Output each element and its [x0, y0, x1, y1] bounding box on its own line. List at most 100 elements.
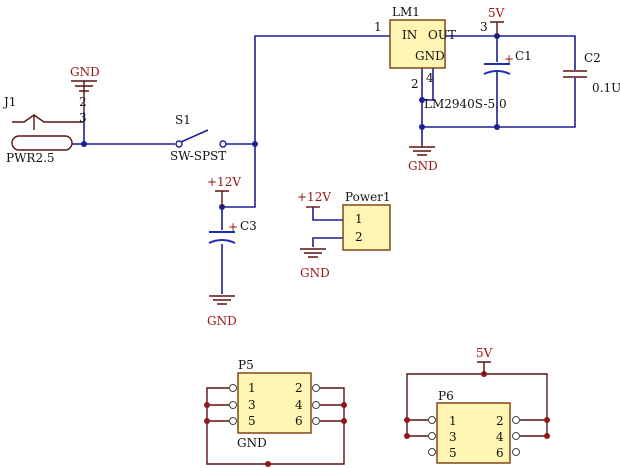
c1-capacitor[interactable]: + C1	[483, 49, 532, 75]
p5-pin3-pad	[229, 401, 237, 409]
p5-junction-5	[204, 418, 210, 424]
12v-port-c3: +12V	[207, 175, 241, 207]
5v-port-symbol	[490, 21, 504, 36]
c3-ref: C3	[240, 219, 257, 233]
junction-pin4	[419, 97, 425, 103]
5v-label: 5V	[488, 6, 505, 20]
gnd-c3-label: GND	[207, 314, 237, 328]
p5-pin1: 1	[248, 381, 256, 395]
wire-lm1-pin4	[422, 68, 434, 101]
p5-junction-3	[204, 402, 210, 408]
p6-pin1-pad	[428, 416, 436, 424]
power1-pin1: 1	[355, 212, 363, 226]
p6-ref: P6	[438, 389, 454, 403]
lm1-regulator[interactable]: LM1 IN OUT GND 1 3 2 4 LM2940S-5.0	[374, 5, 507, 111]
p5-pin3: 3	[248, 398, 256, 412]
p5-junction-6	[341, 418, 347, 424]
p6-pin1: 1	[449, 414, 457, 428]
p5-pin6: 6	[295, 414, 303, 428]
p5-pin-wires	[207, 404, 344, 422]
lm1-in-label: IN	[402, 28, 417, 42]
p5-pin4-pad	[312, 401, 320, 409]
junction-c1-gnd	[494, 124, 500, 130]
wire-c2-gnd	[422, 78, 576, 128]
wire-power1-gnd	[312, 237, 343, 247]
lm1-pin3: 3	[480, 20, 488, 34]
gnd-j1-label: GND	[70, 65, 100, 79]
wire-bus-12v	[222, 144, 256, 208]
p5-gnd-loop	[206, 387, 345, 465]
j1-contact	[12, 114, 84, 123]
gnd-power1-icon	[300, 248, 326, 258]
s1-value: SW-SPST	[170, 149, 226, 163]
j1-ref: J1	[2, 95, 16, 109]
lm1-pin4: 4	[426, 71, 434, 85]
lm1-value: LM2940S-5.0	[424, 97, 507, 111]
j1-barrel	[11, 135, 73, 151]
12v-c3-symbol	[215, 190, 229, 207]
lm1-pin1: 1	[374, 20, 382, 34]
s1-switch[interactable]: S1 SW-SPST	[170, 113, 227, 163]
gnd-symbol-c3: GND	[207, 295, 237, 328]
j1-value: PWR2.5	[6, 151, 55, 165]
c3-plus: +	[228, 220, 238, 234]
p5-junction-gnd	[265, 461, 271, 467]
power1-connector[interactable]: Power1 1 2	[342, 190, 391, 251]
p5-junction-4	[341, 402, 347, 408]
p6-pin3-pad	[428, 432, 436, 440]
c2-capacitor[interactable]: C2 0.1U	[563, 51, 620, 95]
12v-c3-label: +12V	[207, 175, 241, 189]
p5-body	[237, 372, 312, 434]
p6-header[interactable]: P6 1 2 3 4 5 6 5V	[404, 346, 550, 464]
c1-ref: C1	[515, 49, 532, 63]
lm1-out-label: OUT	[428, 28, 456, 42]
power1-ref: Power1	[345, 190, 391, 204]
gnd-c3-icon	[209, 295, 235, 305]
p6-pin4-pad	[512, 432, 520, 440]
lm1-body	[389, 19, 446, 69]
s1-contact-left	[175, 140, 183, 148]
s1-ref: S1	[175, 113, 191, 127]
p6-junction-3	[404, 433, 410, 439]
p5-pin5-pad	[229, 417, 237, 425]
p6-pin6: 6	[496, 446, 504, 460]
junction-bus	[252, 141, 258, 147]
junction-gnd	[419, 124, 425, 130]
p6-pin5-pad	[428, 448, 436, 456]
j1-pin3: 3	[79, 111, 87, 125]
c3-capacitor[interactable]: + C3	[208, 219, 257, 244]
12v-port-power1: +12V	[297, 190, 331, 208]
c2-ref: C2	[584, 51, 601, 65]
wire-lm1-out	[445, 35, 576, 70]
p5-pin4: 4	[295, 398, 303, 412]
p6-pin5: 5	[449, 446, 457, 460]
p6-pin2: 2	[496, 414, 504, 428]
p6-junction-4	[544, 433, 550, 439]
wire-power1-12v	[312, 207, 343, 221]
p5-header[interactable]: P5 1 2 3 4 5 6 GND	[204, 358, 347, 467]
p6-pin3: 3	[449, 430, 457, 444]
gnd-symbol-j1: GND	[70, 65, 100, 112]
j1-pin2: 2	[79, 95, 87, 109]
p6-5v-symbol	[477, 361, 491, 374]
p5-pin2: 2	[295, 381, 303, 395]
c1-plate-bottom	[483, 70, 511, 75]
j1-power-jack[interactable]: J1 2 3 PWR2.5	[2, 95, 87, 165]
power1-pin2: 2	[355, 230, 363, 244]
gnd-symbol-lm1: GND	[408, 145, 438, 173]
p6-junction-1	[404, 417, 410, 423]
lm1-ref: LM1	[392, 5, 420, 19]
p6-body	[436, 402, 511, 464]
p6-junction-2	[544, 417, 550, 423]
c3-plate-bottom	[208, 239, 236, 244]
gnd-j1-icon	[71, 80, 97, 112]
lm1-pin2: 2	[411, 77, 419, 91]
p5-ref: P5	[238, 358, 254, 372]
wires	[72, 35, 576, 294]
lm1-gnd-label: GND	[415, 49, 445, 63]
s1-contact-right	[219, 140, 227, 148]
power1-body	[342, 204, 391, 251]
p6-pin6-pad	[512, 448, 520, 456]
p6-pin4: 4	[496, 430, 504, 444]
